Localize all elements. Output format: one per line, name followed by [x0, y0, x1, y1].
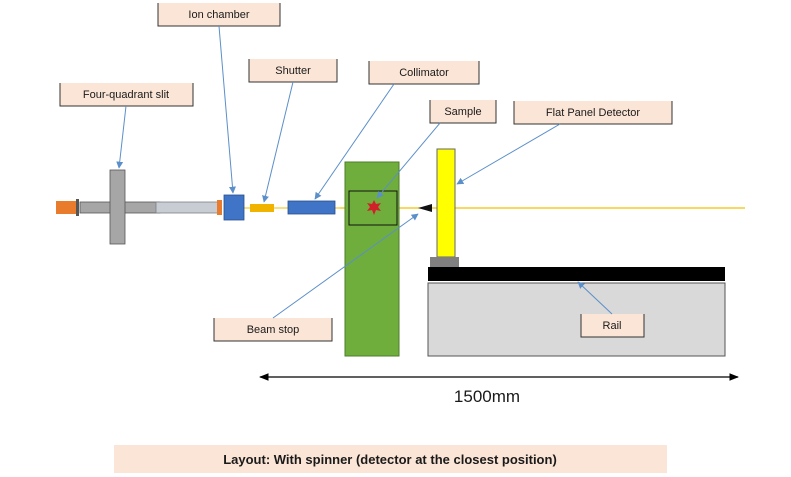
beam-pipe [155, 201, 219, 214]
pointer-sample [376, 122, 441, 199]
pointer-four-quadrant-slit [116, 105, 127, 169]
shutter [250, 204, 274, 212]
label-shutter: Shutter [248, 59, 338, 83]
pointer-beam-stop [272, 213, 419, 319]
collimator [287, 200, 336, 215]
label-text: Flat Panel Detector [546, 107, 640, 119]
pointer-ion-chamber [218, 25, 236, 194]
label-text: Collimator [399, 67, 449, 79]
detector-mount [430, 257, 459, 267]
four-quadrant-slit [109, 169, 126, 245]
label-text: Ion chamber [188, 9, 249, 21]
sample-marker [367, 200, 381, 215]
label-rail: Rail [580, 314, 645, 338]
flat-panel-detector [436, 148, 456, 258]
label-beam-stop: Beam stop [213, 318, 333, 342]
beam-stop [418, 204, 432, 212]
dimension-label: 1500mm [454, 387, 520, 406]
label-ion-chamber: Ion chamber [157, 3, 281, 27]
pointer-rail [577, 281, 613, 315]
flange-plate [76, 199, 79, 216]
label-flat-panel-detector: Flat Panel Detector [513, 101, 673, 125]
label-text: Beam stop [247, 324, 300, 336]
sample-window [348, 190, 398, 226]
pipe-flange [217, 200, 222, 215]
caption-box [114, 445, 667, 473]
pointer-flat-panel-detector [456, 123, 561, 185]
label-four-quadrant-slit: Four-quadrant slit [59, 83, 194, 107]
label-text: Rail [603, 320, 622, 332]
ion-chamber [223, 194, 245, 221]
rail-base [427, 282, 726, 357]
label-sample: Sample [429, 100, 497, 124]
label-text: Shutter [275, 65, 311, 77]
pointer-collimator [314, 83, 395, 200]
label-text: Sample [444, 106, 481, 118]
label-collimator: Collimator [368, 61, 480, 85]
pointer-shutter [262, 81, 294, 203]
spinner-stage [344, 161, 400, 357]
label-text: Four-quadrant slit [83, 89, 169, 101]
rail-top [428, 267, 725, 281]
caption-text: Layout: With spinner (detector at the cl… [223, 452, 557, 467]
source-flange [56, 201, 76, 214]
